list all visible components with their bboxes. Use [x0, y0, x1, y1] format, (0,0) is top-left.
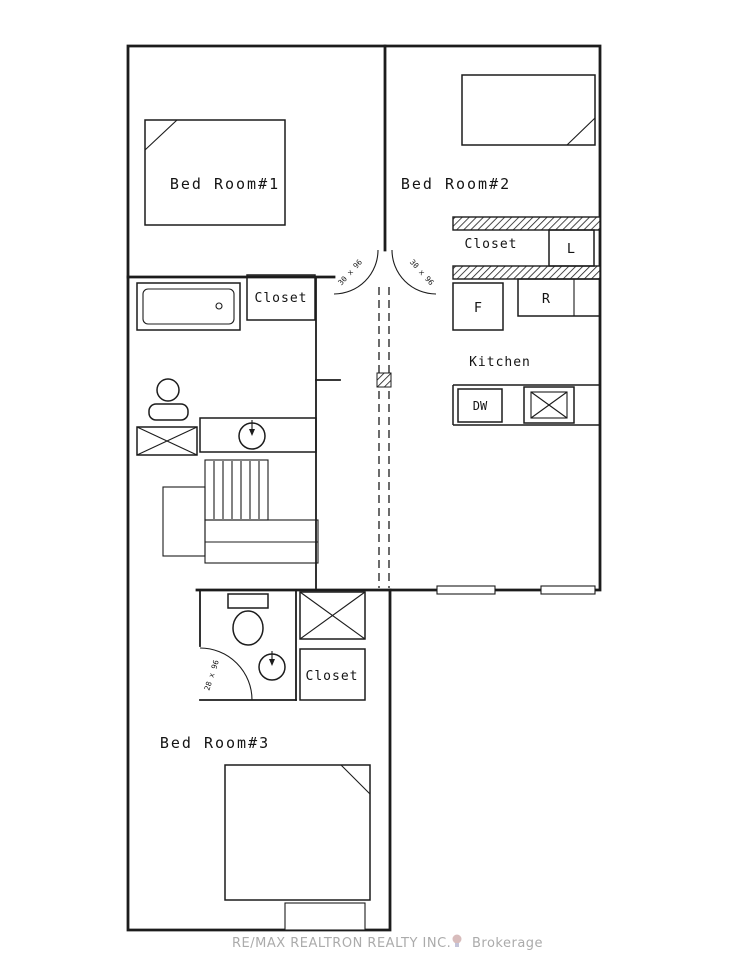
closet-shelf-bottom [452, 265, 601, 280]
bay-window-box [284, 902, 366, 931]
double-door-arcs [333, 249, 437, 295]
watermark-suffix: Brokerage [472, 936, 543, 951]
bed-bedroom2 [461, 74, 596, 146]
bed-bedroom1 [144, 119, 286, 226]
watermark-brand: RE/MAX REALTRON REALTY INC. [232, 936, 451, 951]
interior-walls [126, 44, 392, 592]
fridge-label: F [474, 300, 482, 316]
vanity-sink [199, 417, 317, 453]
stair-lower-flight [162, 486, 206, 557]
hall-closet-box [246, 274, 316, 321]
bathtub [136, 282, 241, 331]
range-label: R [542, 291, 551, 307]
watermark-logo [452, 934, 462, 944]
hall-closet-label: Closet [255, 291, 308, 306]
toilet-upper [148, 378, 189, 421]
laundry-box [548, 229, 595, 267]
post [376, 372, 392, 388]
bathroom-lower-door-arc [199, 647, 253, 701]
door-dimension-lower: 28 x 96 [202, 658, 220, 691]
sink-lower [258, 651, 286, 681]
stairs [162, 459, 319, 564]
bathroom-lower-walls [199, 589, 297, 701]
door-dimension-right: 30 x 96 [408, 258, 436, 288]
bedroom2-label: Bed Room#2 [401, 175, 511, 193]
bed-bedroom3 [224, 764, 371, 901]
closet-bedroom3-label: Closet [306, 669, 359, 684]
toilet-lower [227, 593, 269, 646]
bedroom3-label: Bed Room#3 [160, 734, 270, 752]
range-counter [517, 278, 601, 317]
kitchen-counter [452, 384, 600, 426]
closet-bedroom2 [452, 216, 601, 280]
kitchen-sink [523, 386, 575, 424]
door-dimension-left: 30 x 96 [336, 257, 364, 287]
crossed-box-upper [136, 426, 198, 456]
closet-bedroom2-label: Closet [465, 237, 518, 252]
closet-shelf-top [452, 216, 601, 231]
laundry-label: L [567, 241, 575, 257]
watermark-logo-base [455, 943, 459, 947]
watermark: RE/MAX REALTRON REALTY INC. Brokerage [232, 934, 543, 951]
bedroom1-label: Bed Room#1 [170, 175, 280, 193]
crossed-box-lower [299, 591, 366, 640]
closet-bedroom3-box [299, 648, 366, 701]
dishwasher-label: DW [473, 399, 488, 413]
fridge-box [452, 282, 504, 331]
dishwasher-box [457, 388, 503, 423]
kitchen-windows [436, 585, 596, 595]
stair-void-dashed-lines [376, 287, 392, 588]
kitchen-label: Kitchen [469, 355, 531, 370]
